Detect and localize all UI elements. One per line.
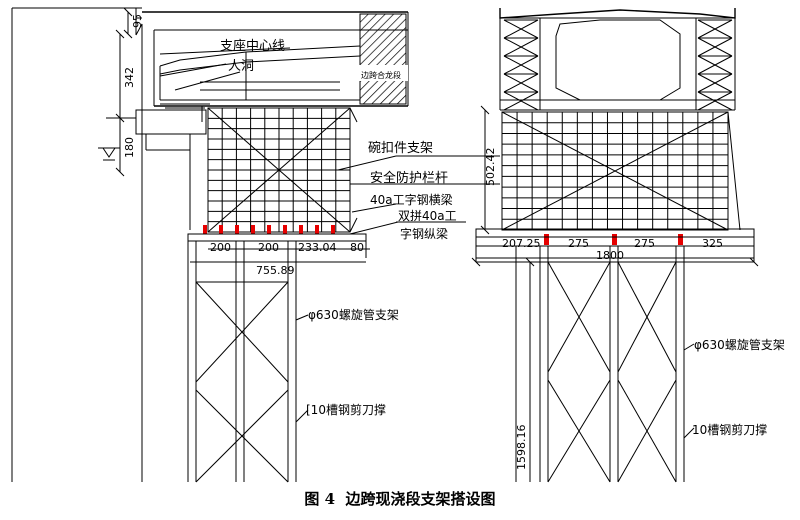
- wing-left-member: [503, 91, 539, 111]
- wing-left-member: [503, 19, 539, 39]
- dim-1598-16: 1598.16: [515, 425, 528, 471]
- right-dimension-lines: [471, 105, 759, 482]
- closure-segment-hatch: [359, 13, 407, 105]
- label-spiral-pipe-right: φ630螺旋管支架: [694, 337, 785, 352]
- leader-lines: [159, 47, 695, 439]
- dim-233-04: 233.04: [298, 241, 337, 254]
- dim-755-89: 755.89: [256, 264, 295, 277]
- pier-cap: [135, 103, 210, 230]
- dim-275-a: 275: [568, 237, 589, 250]
- right-labels: 502.42 207.25 275 275 325 1800 1598.16 φ…: [484, 148, 785, 471]
- label-double-40a-line1: 双拼40a工: [398, 209, 457, 223]
- spiral-pipe-support-left: [187, 241, 297, 483]
- label-cross-beam-40a: 40a工字钢横梁: [370, 192, 453, 207]
- wing-right-member: [697, 55, 733, 75]
- label-closure-segment: 边跨合龙段: [361, 70, 401, 80]
- spiral-pipe-support-right: [515, 246, 685, 483]
- dim-502-42: 502.42: [484, 148, 497, 187]
- label-safety-guardrail: 安全防护栏杆: [370, 170, 448, 186]
- bowl-buckle-scaffold-right: [501, 111, 741, 231]
- dim-200-b: 200: [258, 241, 279, 254]
- wing-right-member: [697, 73, 733, 93]
- dim-1800: 1800: [596, 249, 624, 262]
- label-channel-brace-left: [10槽钢剪刀撑: [306, 402, 386, 417]
- dim-207-25: 207.25: [502, 237, 541, 250]
- label-double-40a-line2: 字钢纵梁: [400, 226, 448, 241]
- left-dimension-lines: [98, 7, 136, 177]
- cross-beam-markers-left: [203, 225, 335, 234]
- longitudinal-girder-right: [475, 228, 755, 262]
- label-spiral-pipe-left: φ630螺旋管支架: [308, 307, 399, 322]
- dim-342: 342: [123, 67, 136, 88]
- wing-lattice-towers: [503, 19, 733, 111]
- left-labels: 支座中心线 人洞 边跨合龙段 碗扣件支架 安全防护栏杆 40a工字钢横梁 双拼4…: [123, 14, 457, 417]
- wing-left-member: [503, 73, 539, 93]
- dim-200-a: 200: [210, 241, 231, 254]
- dim-180: 180: [123, 137, 136, 158]
- box-girder-cross-section: [499, 8, 736, 111]
- pier-body: [11, 7, 143, 482]
- wing-right-member: [697, 19, 733, 39]
- dim-95: 95: [131, 14, 144, 28]
- label-manhole: 人洞: [228, 59, 254, 74]
- bowl-buckle-scaffold: [207, 107, 358, 233]
- figure-caption-label: 图 4: [304, 490, 336, 508]
- figure-caption-text: 边跨现浇段支架搭设图: [345, 490, 496, 508]
- figure-caption: 图 4 边跨现浇段支架搭设图: [0, 488, 800, 509]
- wing-right-member: [697, 91, 733, 111]
- right-view: [471, 8, 759, 483]
- wing-left-member: [503, 55, 539, 75]
- box-girder: [142, 11, 409, 107]
- label-channel-brace-right: 10槽钢剪刀撑: [692, 422, 767, 437]
- dim-80: 80: [350, 241, 364, 254]
- cross-beam-markers-right: [544, 234, 683, 245]
- dim-325: 325: [702, 237, 723, 250]
- dim-275-b: 275: [634, 237, 655, 250]
- wing-right-member: [697, 37, 733, 57]
- wing-left-member: [503, 37, 539, 57]
- label-bearing-centerline: 支座中心线: [220, 39, 285, 54]
- label-bowl-buckle-support: 碗扣件支架: [368, 140, 433, 156]
